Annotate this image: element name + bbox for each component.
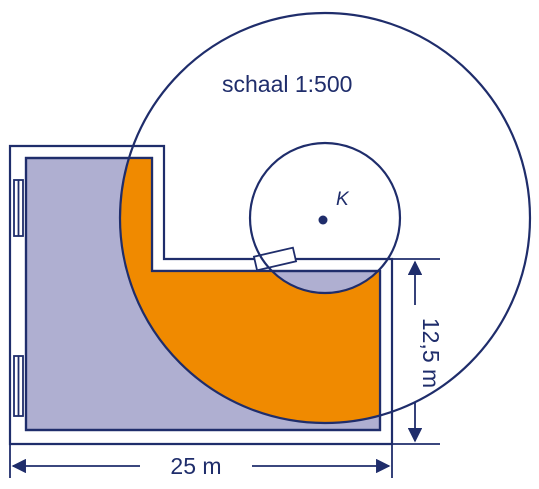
center-label: K <box>336 189 350 210</box>
pivot-block <box>252 246 298 272</box>
width-label: 25 m <box>170 453 221 479</box>
scale-label: schaal 1:500 <box>222 71 352 97</box>
center-point <box>318 215 328 225</box>
lawn-area-outline <box>24 156 382 432</box>
height-label: 12,5 m <box>418 318 444 388</box>
window-mark-upper <box>13 179 24 237</box>
window-mark-lower <box>13 355 24 417</box>
inner-circle <box>248 141 402 295</box>
outer-circle <box>118 11 532 425</box>
